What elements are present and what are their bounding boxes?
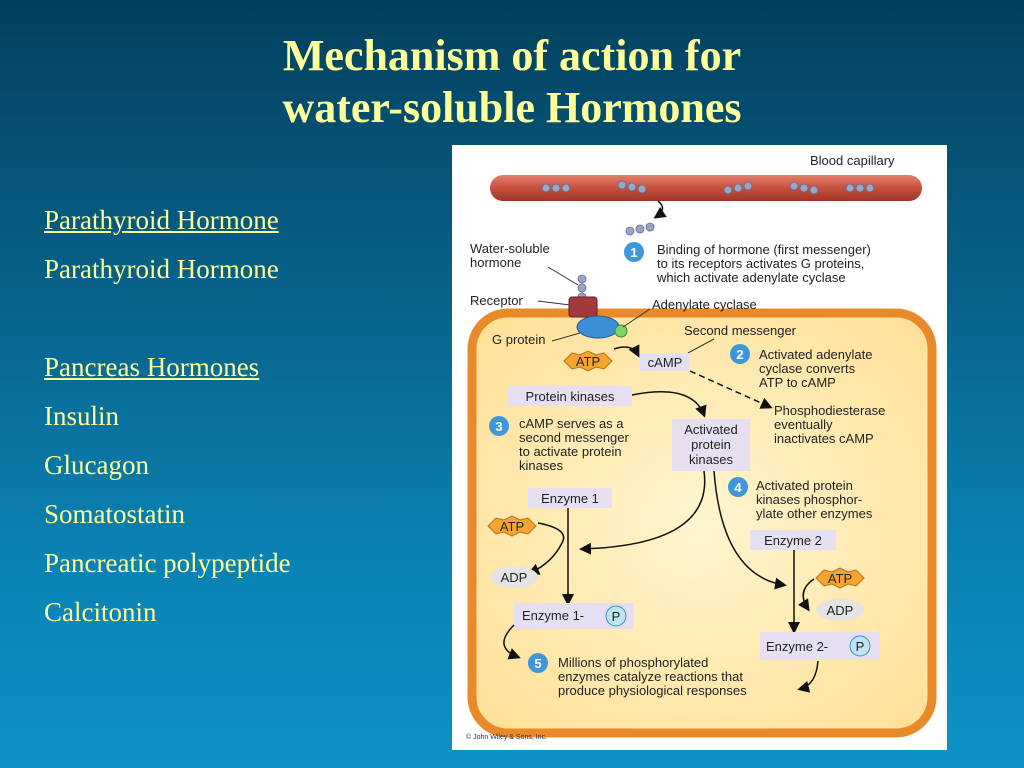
step-4-circle: [728, 477, 748, 497]
hormone-arrow: [653, 200, 667, 219]
step-1-number: 1: [630, 245, 637, 260]
atp-star: [815, 567, 865, 589]
adenylate-cyclase-label: Adenylate cyclase: [652, 297, 757, 312]
section-heading-parathyroid: Parathyroid Hormone: [44, 205, 279, 235]
activated-protein-kinases-label: protein: [691, 437, 731, 452]
section-heading-pancreas: Pancreas Hormones: [44, 352, 260, 382]
hormone-molecules: [541, 180, 875, 236]
leader-line: [622, 308, 651, 328]
atp-star: [563, 350, 613, 372]
step-5-text-line: enzymes catalyze reactions that: [558, 669, 743, 684]
leader-line: [687, 338, 715, 354]
step-4-text-line: ylate other enzymes: [756, 506, 873, 521]
atp-to-adp-arrow: [798, 578, 815, 612]
step-2-text-line: cyclase converts: [759, 361, 856, 376]
activated-protein-kinases-box: [672, 419, 750, 471]
mechanism-diagram: Blood capillary 1 Binding of hormone (fi…: [452, 145, 947, 750]
enzyme-1-to-response-arrow: [503, 624, 521, 660]
second-messenger-label: Second messenger: [684, 323, 797, 338]
step-1-text-line: Binding of hormone (first messenger): [657, 242, 871, 257]
step-3-text-line: to activate protein: [519, 444, 622, 459]
step-5-text-line: produce physiological responses: [558, 683, 747, 698]
title-line-2: water-soluble Hormones: [282, 83, 742, 132]
step-1-circle: [624, 242, 644, 262]
step-5-number: 5: [534, 656, 541, 671]
blood-capillary-label: Blood capillary: [810, 153, 895, 168]
step-5-circle: [528, 653, 548, 673]
phosphate-circle: [605, 605, 627, 627]
adp-ellipse: [490, 566, 538, 588]
list-item: Glucagon: [44, 450, 149, 480]
enzyme-1-p-label: Enzyme 1-: [522, 608, 584, 623]
enzyme-1-box: [528, 488, 612, 508]
step-3-text-line: kinases: [519, 458, 564, 473]
phosphate-circle: [849, 635, 871, 657]
atp-label: ATP: [576, 354, 600, 369]
phosphodiesterase-label: inactivates cAMP: [774, 431, 874, 446]
kinase-to-enzyme-1-arrow: [579, 470, 706, 555]
blood-capillary: [490, 175, 922, 201]
step-2-number: 2: [736, 347, 743, 362]
slide-title: Mechanism of action for water-soluble Ho…: [0, 30, 1024, 134]
activated-protein-kinases-label: Activated: [684, 422, 737, 437]
title-line-1: Mechanism of action for: [282, 31, 742, 80]
enzyme-2-to-response-arrow: [797, 660, 819, 693]
step-4-text-line: kinases phosphor-: [756, 492, 862, 507]
step-2-circle: [730, 344, 750, 364]
camp-box: [640, 353, 690, 371]
water-soluble-hormone-label: hormone: [470, 255, 521, 270]
step-3-circle: [489, 416, 509, 436]
step-3-text-line: cAMP serves as a: [519, 416, 624, 431]
g-protein: [576, 315, 620, 339]
atp-to-camp-arrow: [613, 344, 640, 358]
water-soluble-hormone-label: Water-soluble: [470, 241, 550, 256]
list-item: Somatostatin: [44, 499, 185, 529]
atp-label: ATP: [500, 519, 524, 534]
protein-kinases-label: Protein kinases: [526, 389, 615, 404]
g-protein-label: G protein: [492, 332, 545, 347]
kinase-activation-arrow: [631, 391, 707, 418]
atp-label: ATP: [828, 571, 852, 586]
leader-line: [547, 266, 579, 286]
atp-to-adp-arrow: [527, 522, 565, 575]
list-spacer: [44, 294, 291, 343]
phosphate-label: P: [612, 609, 621, 624]
enzyme-2-box: [750, 530, 836, 550]
activated-protein-kinases-label: kinases: [689, 452, 734, 467]
step-1-text-line: which activate adenylate cyclase: [656, 270, 846, 285]
camp-to-phosphodiesterase-arrow: [689, 370, 773, 409]
step-5-text-line: Millions of phosphorylated: [558, 655, 708, 670]
phosphodiesterase-label: Phosphodiesterase: [774, 403, 885, 418]
adp-label: ADP: [827, 603, 854, 618]
kinase-to-enzyme-2-arrow: [713, 470, 787, 590]
leader-line: [551, 332, 581, 342]
enzyme-2-p-label: Enzyme 2-: [766, 639, 828, 654]
adenylate-cyclase: [614, 324, 628, 338]
list-item: Parathyroid Hormone: [44, 254, 279, 284]
leader-line: [537, 300, 571, 306]
list-item: Pancreatic polypeptide: [44, 548, 291, 578]
phosphodiesterase-label: eventually: [774, 417, 833, 432]
list-item: Insulin: [44, 401, 120, 431]
step-4-text-line: Activated protein: [756, 478, 853, 493]
adp-label: ADP: [501, 570, 528, 585]
camp-label: cAMP: [648, 355, 683, 370]
enzyme-1-label: Enzyme 1: [541, 491, 599, 506]
protein-kinases-box: [508, 386, 632, 406]
phosphate-label: P: [856, 639, 865, 654]
step-3-number: 3: [495, 419, 502, 434]
atp-star: [487, 515, 537, 537]
enzyme-2-label: Enzyme 2: [764, 533, 822, 548]
step-4-number: 4: [734, 480, 742, 495]
receptor: [568, 296, 598, 318]
step-2-text-line: Activated adenylate: [759, 347, 872, 362]
copyright-notice: © John Wiley & Sons, Inc.: [466, 733, 547, 741]
receptor-label: Receptor: [470, 293, 523, 308]
adp-ellipse: [816, 599, 864, 621]
step-2-text-line: ATP to cAMP: [759, 375, 836, 390]
hormone-list: Parathyroid Hormone Parathyroid Hormone …: [44, 196, 291, 637]
list-item: Calcitonin: [44, 597, 157, 627]
step-3-text-line: second messenger: [519, 430, 630, 445]
step-1-text-line: to its receptors activates G proteins,: [657, 256, 864, 271]
